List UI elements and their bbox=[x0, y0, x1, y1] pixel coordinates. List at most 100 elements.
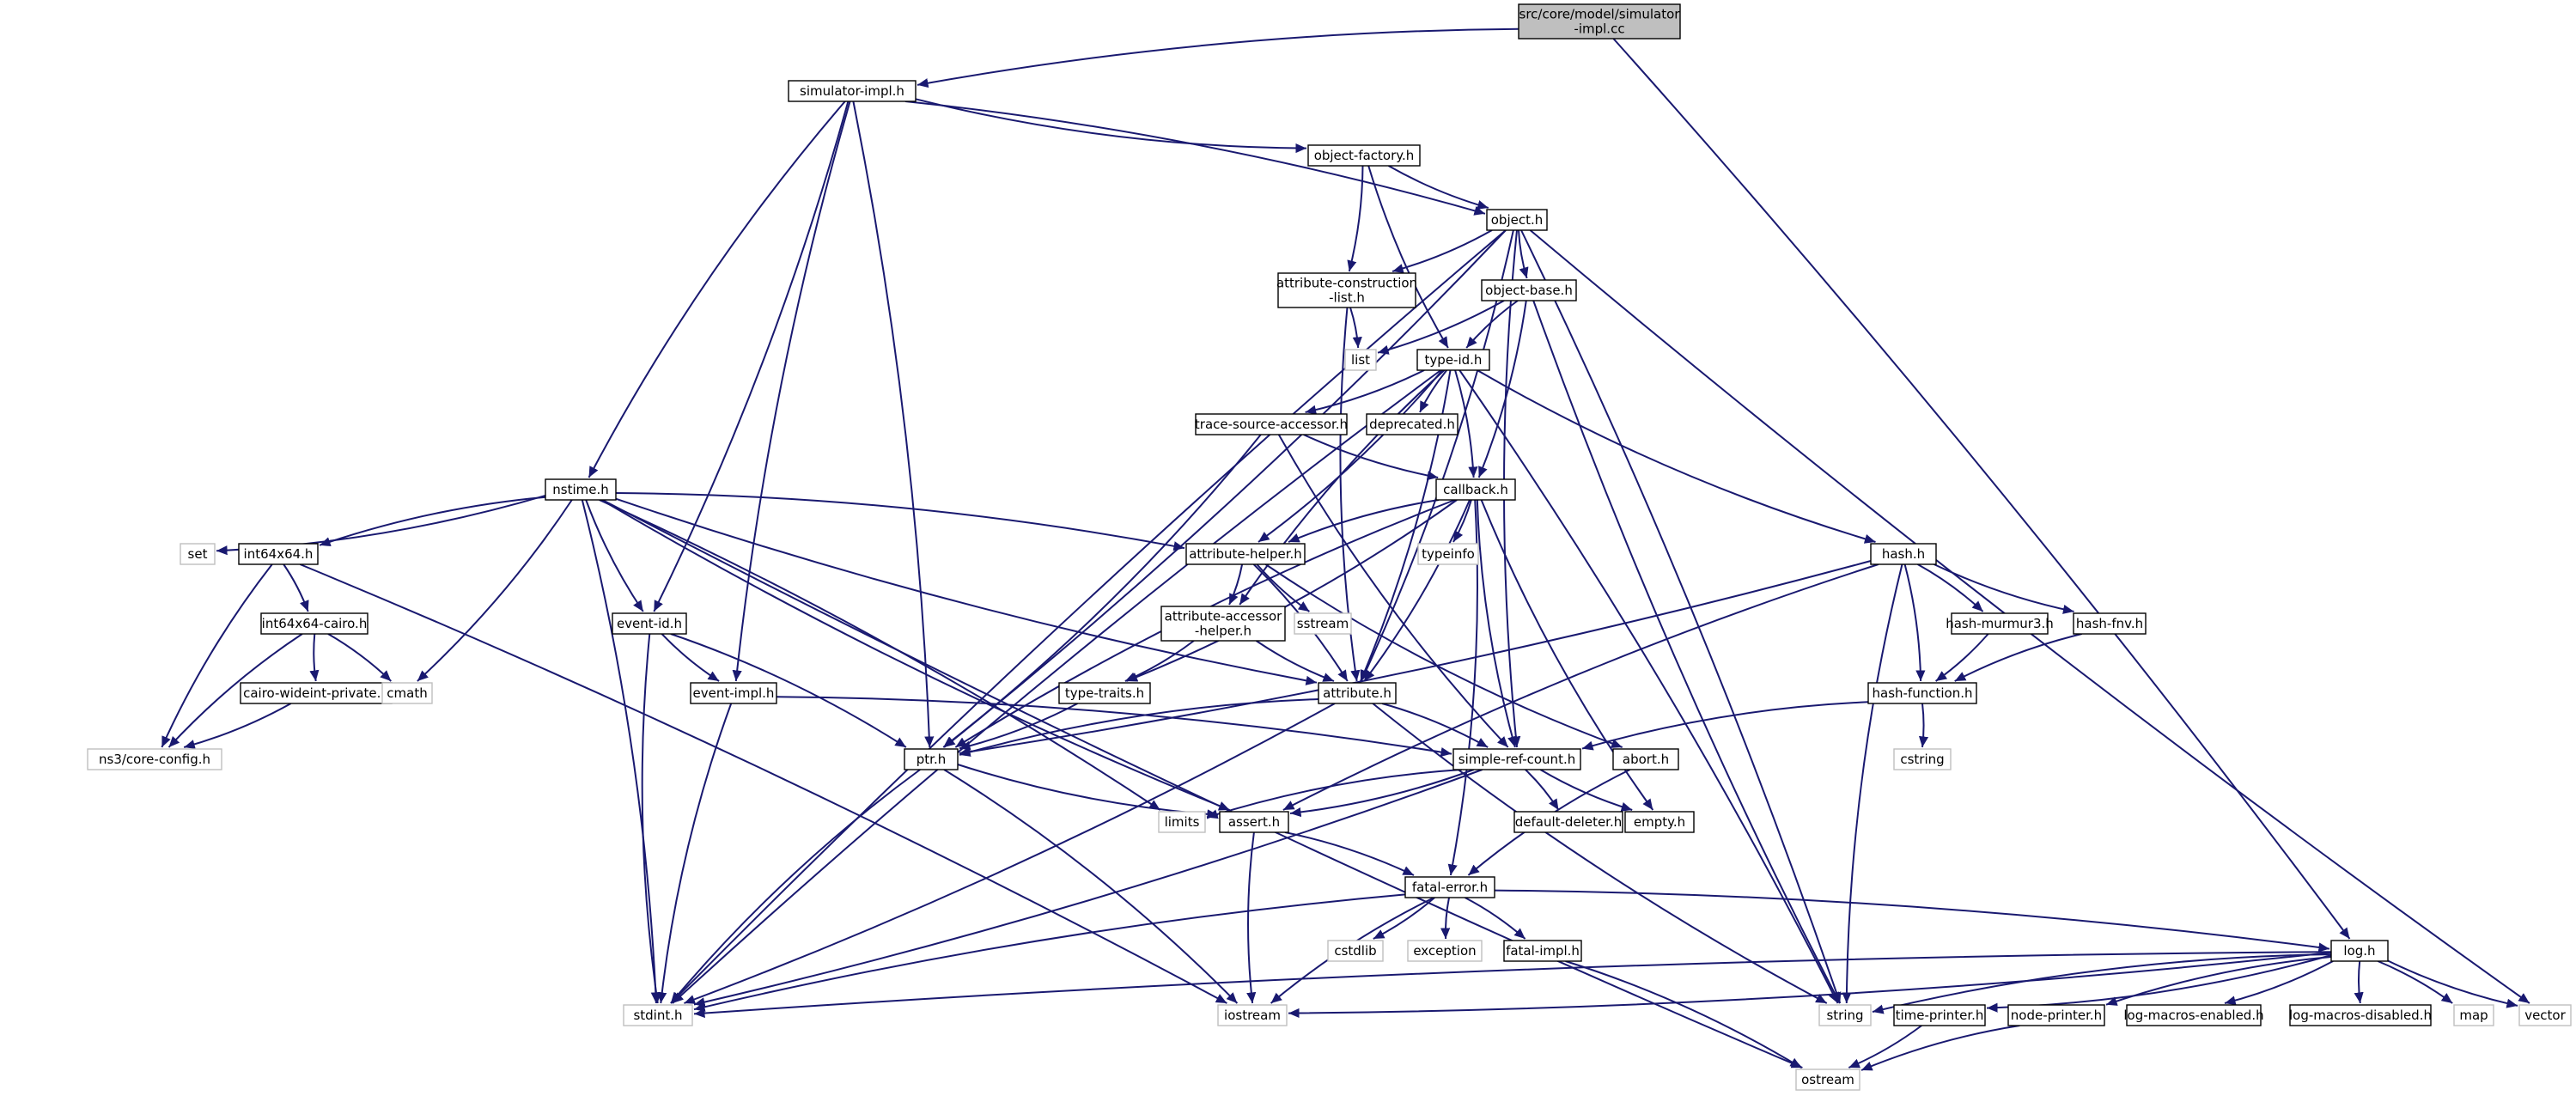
node-fatalerror[interactable]: fatal-error.h bbox=[1404, 876, 1495, 898]
node-defdeleter[interactable]: default-deleter.h bbox=[1513, 811, 1623, 833]
edge-object-to-objbase bbox=[1518, 229, 1529, 279]
node-simimpl[interactable]: simulator-impl.h bbox=[788, 80, 917, 102]
edge-simimpl-to-object bbox=[904, 100, 1486, 216]
node-box-cstdlib bbox=[1327, 940, 1384, 962]
node-fatalimpl[interactable]: fatal-impl.h bbox=[1503, 940, 1582, 962]
edge-hash-to-fnv bbox=[1934, 563, 2074, 614]
node-label-set: set bbox=[188, 546, 208, 562]
node-box-sstream bbox=[1294, 612, 1352, 635]
node-box-string bbox=[1818, 1004, 1872, 1026]
node-attrhelper[interactable]: attribute-helper.h bbox=[1185, 543, 1306, 565]
edge-simimpl-to-eventimpl bbox=[732, 100, 851, 682]
edge-attrconst-to-list bbox=[1349, 307, 1362, 349]
node-label-exception: exception bbox=[1413, 943, 1476, 959]
edge-nstime-to-int64x64 bbox=[319, 496, 546, 547]
node-box-attrhelper bbox=[1185, 543, 1306, 565]
node-attribute[interactable]: attribute.h bbox=[1318, 682, 1397, 704]
node-exception: exception bbox=[1407, 940, 1483, 962]
edge-log-to-logdisabled bbox=[2354, 960, 2364, 1004]
node-typeid[interactable]: type-id.h bbox=[1416, 349, 1490, 371]
edge-int64cairo-to-cairowide bbox=[309, 633, 320, 682]
node-label-cmath: cmath bbox=[387, 685, 427, 701]
node-box-timeprinter bbox=[1893, 1004, 1986, 1026]
edge-tracesrc-to-callback bbox=[1303, 434, 1439, 481]
edge-nstime-to-attribute bbox=[615, 497, 1318, 685]
edge-nodeprinter-to-ostream bbox=[1860, 1025, 2020, 1071]
node-label-log: log.h bbox=[2343, 943, 2375, 959]
edge-simplerc-to-empty bbox=[1539, 769, 1633, 812]
node-label-logenabled: log-macros-enabled.h bbox=[2123, 1008, 2263, 1023]
node-box-tracesrc bbox=[1195, 413, 1348, 435]
edge-int64x64-to-int64cairo bbox=[283, 563, 309, 612]
node-box-attribute bbox=[1318, 682, 1397, 704]
node-simplerc[interactable]: simple-ref-count.h bbox=[1452, 748, 1581, 770]
node-murmur[interactable]: hash-murmur3.h bbox=[1946, 612, 2054, 635]
node-deprecated[interactable]: deprecated.h bbox=[1366, 413, 1459, 435]
node-root[interactable]: src/core/model/simulator-impl.cc bbox=[1518, 3, 1681, 40]
node-label-nstime: nstime.h bbox=[552, 482, 609, 497]
node-box-logdisabled bbox=[2289, 1004, 2432, 1026]
edge-hashfn-to-simplerc bbox=[1581, 701, 1869, 751]
node-eventimpl[interactable]: event-impl.h bbox=[690, 682, 777, 704]
node-objbase[interactable]: object-base.h bbox=[1481, 279, 1577, 301]
node-cairowide[interactable]: cairo-wideint-private.h bbox=[240, 682, 393, 704]
edge-eventimpl-to-stdint bbox=[657, 703, 733, 1004]
edge-callback-to-typeinfo bbox=[1452, 499, 1472, 543]
node-box-deprecated bbox=[1366, 413, 1459, 435]
node-callback[interactable]: callback.h bbox=[1435, 478, 1516, 501]
edge-log-to-map bbox=[2377, 960, 2453, 1004]
node-box-map bbox=[2453, 1004, 2494, 1026]
node-label-cstdlib: cstdlib bbox=[1334, 943, 1376, 959]
edge-log-to-logenabled bbox=[2224, 960, 2334, 1006]
node-coreconfig: ns3/core-config.h bbox=[87, 748, 222, 770]
edge-eventid-to-ptr bbox=[670, 633, 907, 748]
edge-nstime-to-limits bbox=[599, 499, 1161, 811]
edge-log-to-stdint bbox=[693, 951, 2332, 1019]
node-box-set bbox=[180, 543, 216, 565]
node-label-coreconfig: ns3/core-config.h bbox=[99, 752, 210, 767]
node-nodeprinter[interactable]: node-printer.h bbox=[2007, 1004, 2105, 1026]
node-box-abort bbox=[1612, 748, 1679, 770]
node-abort[interactable]: abort.h bbox=[1612, 748, 1679, 770]
node-int64x64[interactable]: int64x64.h bbox=[238, 543, 319, 565]
node-logdisabled[interactable]: log-macros-disabled.h bbox=[2289, 1004, 2432, 1026]
node-label-string: string bbox=[1826, 1008, 1863, 1023]
node-log[interactable]: log.h bbox=[2330, 940, 2389, 962]
node-typetraits[interactable]: type-traits.h bbox=[1058, 682, 1151, 704]
node-sstream: sstream bbox=[1294, 612, 1352, 635]
edge-attrhelper-to-attraccessor bbox=[1228, 563, 1244, 606]
node-empty[interactable]: empty.h bbox=[1624, 811, 1695, 833]
node-hash[interactable]: hash.h bbox=[1870, 543, 1937, 565]
edge-callback-to-simplerc bbox=[1476, 499, 1517, 748]
node-attraccessor[interactable]: attribute-accessor-helper.h bbox=[1160, 606, 1286, 642]
node-attrconst[interactable]: attribute-construction-list.h bbox=[1276, 272, 1417, 308]
edge-attribute-to-simplerc bbox=[1381, 703, 1489, 748]
node-ptr[interactable]: ptr.h bbox=[904, 748, 959, 770]
node-label-defdeleter: default-deleter.h bbox=[1515, 814, 1623, 830]
node-label-eventimpl: event-impl.h bbox=[693, 685, 775, 701]
node-int64cairo[interactable]: int64x64-cairo.h bbox=[260, 612, 368, 635]
edge-object-to-stdint bbox=[670, 229, 1507, 1004]
node-timeprinter[interactable]: time-printer.h bbox=[1893, 1004, 1986, 1026]
edge-nstime-to-attrhelper bbox=[615, 492, 1185, 551]
node-eventid[interactable]: event-id.h bbox=[612, 612, 687, 635]
node-logenabled[interactable]: log-macros-enabled.h bbox=[2123, 1004, 2264, 1026]
node-objfactory[interactable]: object-factory.h bbox=[1307, 144, 1421, 167]
node-label-simimpl: simulator-impl.h bbox=[800, 83, 904, 99]
node-object[interactable]: object.h bbox=[1486, 209, 1548, 231]
edge-log-to-string bbox=[1872, 953, 2332, 1014]
node-assert[interactable]: assert.h bbox=[1219, 811, 1289, 833]
node-box-cstring bbox=[1893, 748, 1952, 770]
node-hashfn[interactable]: hash-function.h bbox=[1867, 682, 1977, 704]
edge-typeid-to-tracesrc bbox=[1305, 369, 1425, 415]
edge-typeid-to-deprecated bbox=[1419, 369, 1448, 413]
node-label-attrconst: -list.h bbox=[1329, 290, 1365, 306]
edge-simimpl-to-eventid bbox=[653, 100, 850, 612]
node-label-sstream: sstream bbox=[1297, 616, 1349, 631]
node-box-attrconst bbox=[1277, 272, 1416, 308]
node-fnv[interactable]: hash-fnv.h bbox=[2073, 612, 2147, 635]
edge-log-to-vector bbox=[2387, 959, 2518, 1008]
node-tracesrc[interactable]: trace-source-accessor.h bbox=[1195, 413, 1348, 435]
node-nstime[interactable]: nstime.h bbox=[545, 478, 617, 501]
